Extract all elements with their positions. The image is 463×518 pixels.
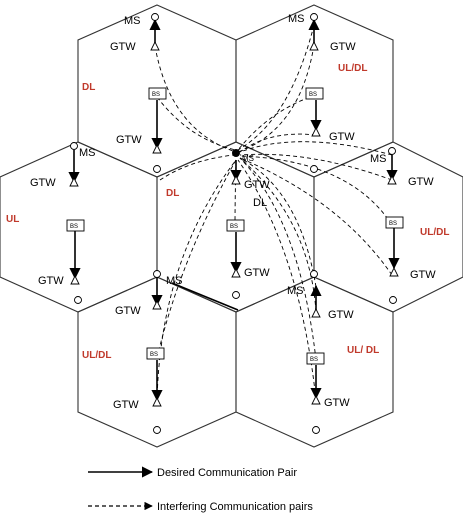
gtw-triangle <box>311 394 321 405</box>
gtw-triangle <box>69 176 79 187</box>
ms-circle <box>389 296 397 304</box>
ms-circle <box>310 13 318 21</box>
legend: Desired Communication Pair Interfering C… <box>88 466 313 513</box>
gtw-label: GTW <box>330 41 356 53</box>
ms-label: MS <box>288 13 305 25</box>
svg-text:BS: BS <box>309 92 317 98</box>
gtw-label: GTW <box>329 131 355 143</box>
ms-circle <box>310 270 318 278</box>
ms-label: MS <box>124 15 141 27</box>
gtw-triangle <box>231 267 241 278</box>
interfering-link <box>237 159 317 401</box>
base-station: BS <box>385 216 404 229</box>
interfering-link <box>239 155 393 226</box>
hex-cells <box>0 4 463 448</box>
interfering-link <box>239 133 317 153</box>
legend-desired-text: Desired Communication Pair <box>157 467 297 479</box>
gtw-triangle <box>311 126 321 137</box>
mobile-station-markers <box>70 13 397 434</box>
interfering-link <box>154 45 237 153</box>
region-label-bottom-right: UL/ DL <box>347 345 379 356</box>
node-labels: MS GTW MS GTW GTW GTW MS GTW MS GTW MS G… <box>30 13 436 411</box>
interfering-link <box>239 157 317 288</box>
central-ms-cluster <box>232 149 240 157</box>
desired-links <box>68 18 400 402</box>
desired-link <box>171 282 239 311</box>
gtw-triangle <box>311 307 321 318</box>
svg-text:BS: BS <box>70 224 78 230</box>
base-stations: BS BS BS BS BS BS BS <box>66 87 404 365</box>
gtw-triangle <box>150 40 160 51</box>
svg-text:BS: BS <box>230 224 238 230</box>
ms-circle <box>151 13 159 21</box>
region-labels: DL UL/DL DL UL UL/DL UL/DL UL/ DL <box>6 63 449 361</box>
gtw-triangle <box>152 299 162 310</box>
interfering-links <box>154 24 393 403</box>
ms-circle <box>153 165 161 173</box>
legend-interfering-text: Interfering Communication pairs <box>157 501 313 513</box>
gtw-triangle <box>231 174 241 185</box>
gtw-triangle <box>387 174 397 185</box>
svg-text:BS: BS <box>389 221 397 227</box>
small-ms-label: MS <box>242 154 254 163</box>
ms-label: MS <box>166 275 183 287</box>
svg-text:BS: BS <box>152 92 160 98</box>
region-label-right: UL/DL <box>420 227 449 238</box>
interfering-link <box>156 159 237 359</box>
ms-circle <box>312 426 320 434</box>
cell-bottom-right <box>235 276 394 448</box>
region-label-center: DL <box>166 188 179 199</box>
gtw-label: GTW <box>328 309 354 321</box>
gtw-label: GTW <box>244 267 270 279</box>
ms-circle <box>388 147 396 155</box>
gtw-label: GTW <box>408 176 434 188</box>
base-station: BS <box>305 87 324 100</box>
gtw-label: GTW <box>324 397 350 409</box>
interfering-link <box>156 96 237 151</box>
base-station: BS <box>66 219 85 232</box>
gtw-label: GTW <box>30 177 56 189</box>
gtw-label: GTW <box>113 399 139 411</box>
svg-text:BS: BS <box>310 357 318 363</box>
ms-circle <box>74 296 82 304</box>
base-station: BS <box>306 352 325 365</box>
gtw-label: GTW <box>410 269 436 281</box>
region-label-top-left: DL <box>82 82 95 93</box>
ms-circle <box>153 270 161 278</box>
base-station: BS <box>148 87 167 100</box>
ms-circle <box>310 165 318 173</box>
interfering-link <box>237 24 315 151</box>
gtw-label: GTW <box>110 41 136 53</box>
gtw-label: GTW <box>38 275 64 287</box>
gtw-label: GTW <box>116 134 142 146</box>
ms-label: MS <box>79 147 96 159</box>
gtw-triangle <box>309 40 319 51</box>
ms-circle <box>232 291 240 299</box>
base-station: BS <box>146 347 165 360</box>
dl-label: DL <box>253 197 267 209</box>
gtw-label: GTW <box>115 305 141 317</box>
interfering-link <box>239 157 393 276</box>
ms-circle <box>70 142 78 150</box>
ms-label: MS <box>287 285 304 297</box>
gateway-markers <box>69 40 399 407</box>
interfering-link <box>156 159 237 403</box>
ms-circle <box>153 426 161 434</box>
base-station: BS <box>226 219 245 232</box>
interfering-link <box>159 154 235 181</box>
region-label-left: UL <box>6 214 19 225</box>
svg-text:BS: BS <box>150 352 158 358</box>
gtw-label: GTW <box>244 179 270 191</box>
gtw-triangle <box>152 396 162 407</box>
interfering-link <box>239 141 393 156</box>
interfering-link <box>239 157 317 361</box>
gtw-triangle <box>70 274 80 285</box>
region-label-top-right: UL/DL <box>338 63 367 74</box>
gtw-triangle <box>152 143 162 154</box>
ms-label: MS <box>370 153 387 165</box>
region-label-bottom-left: UL/DL <box>82 350 111 361</box>
gtw-triangle <box>389 266 399 277</box>
